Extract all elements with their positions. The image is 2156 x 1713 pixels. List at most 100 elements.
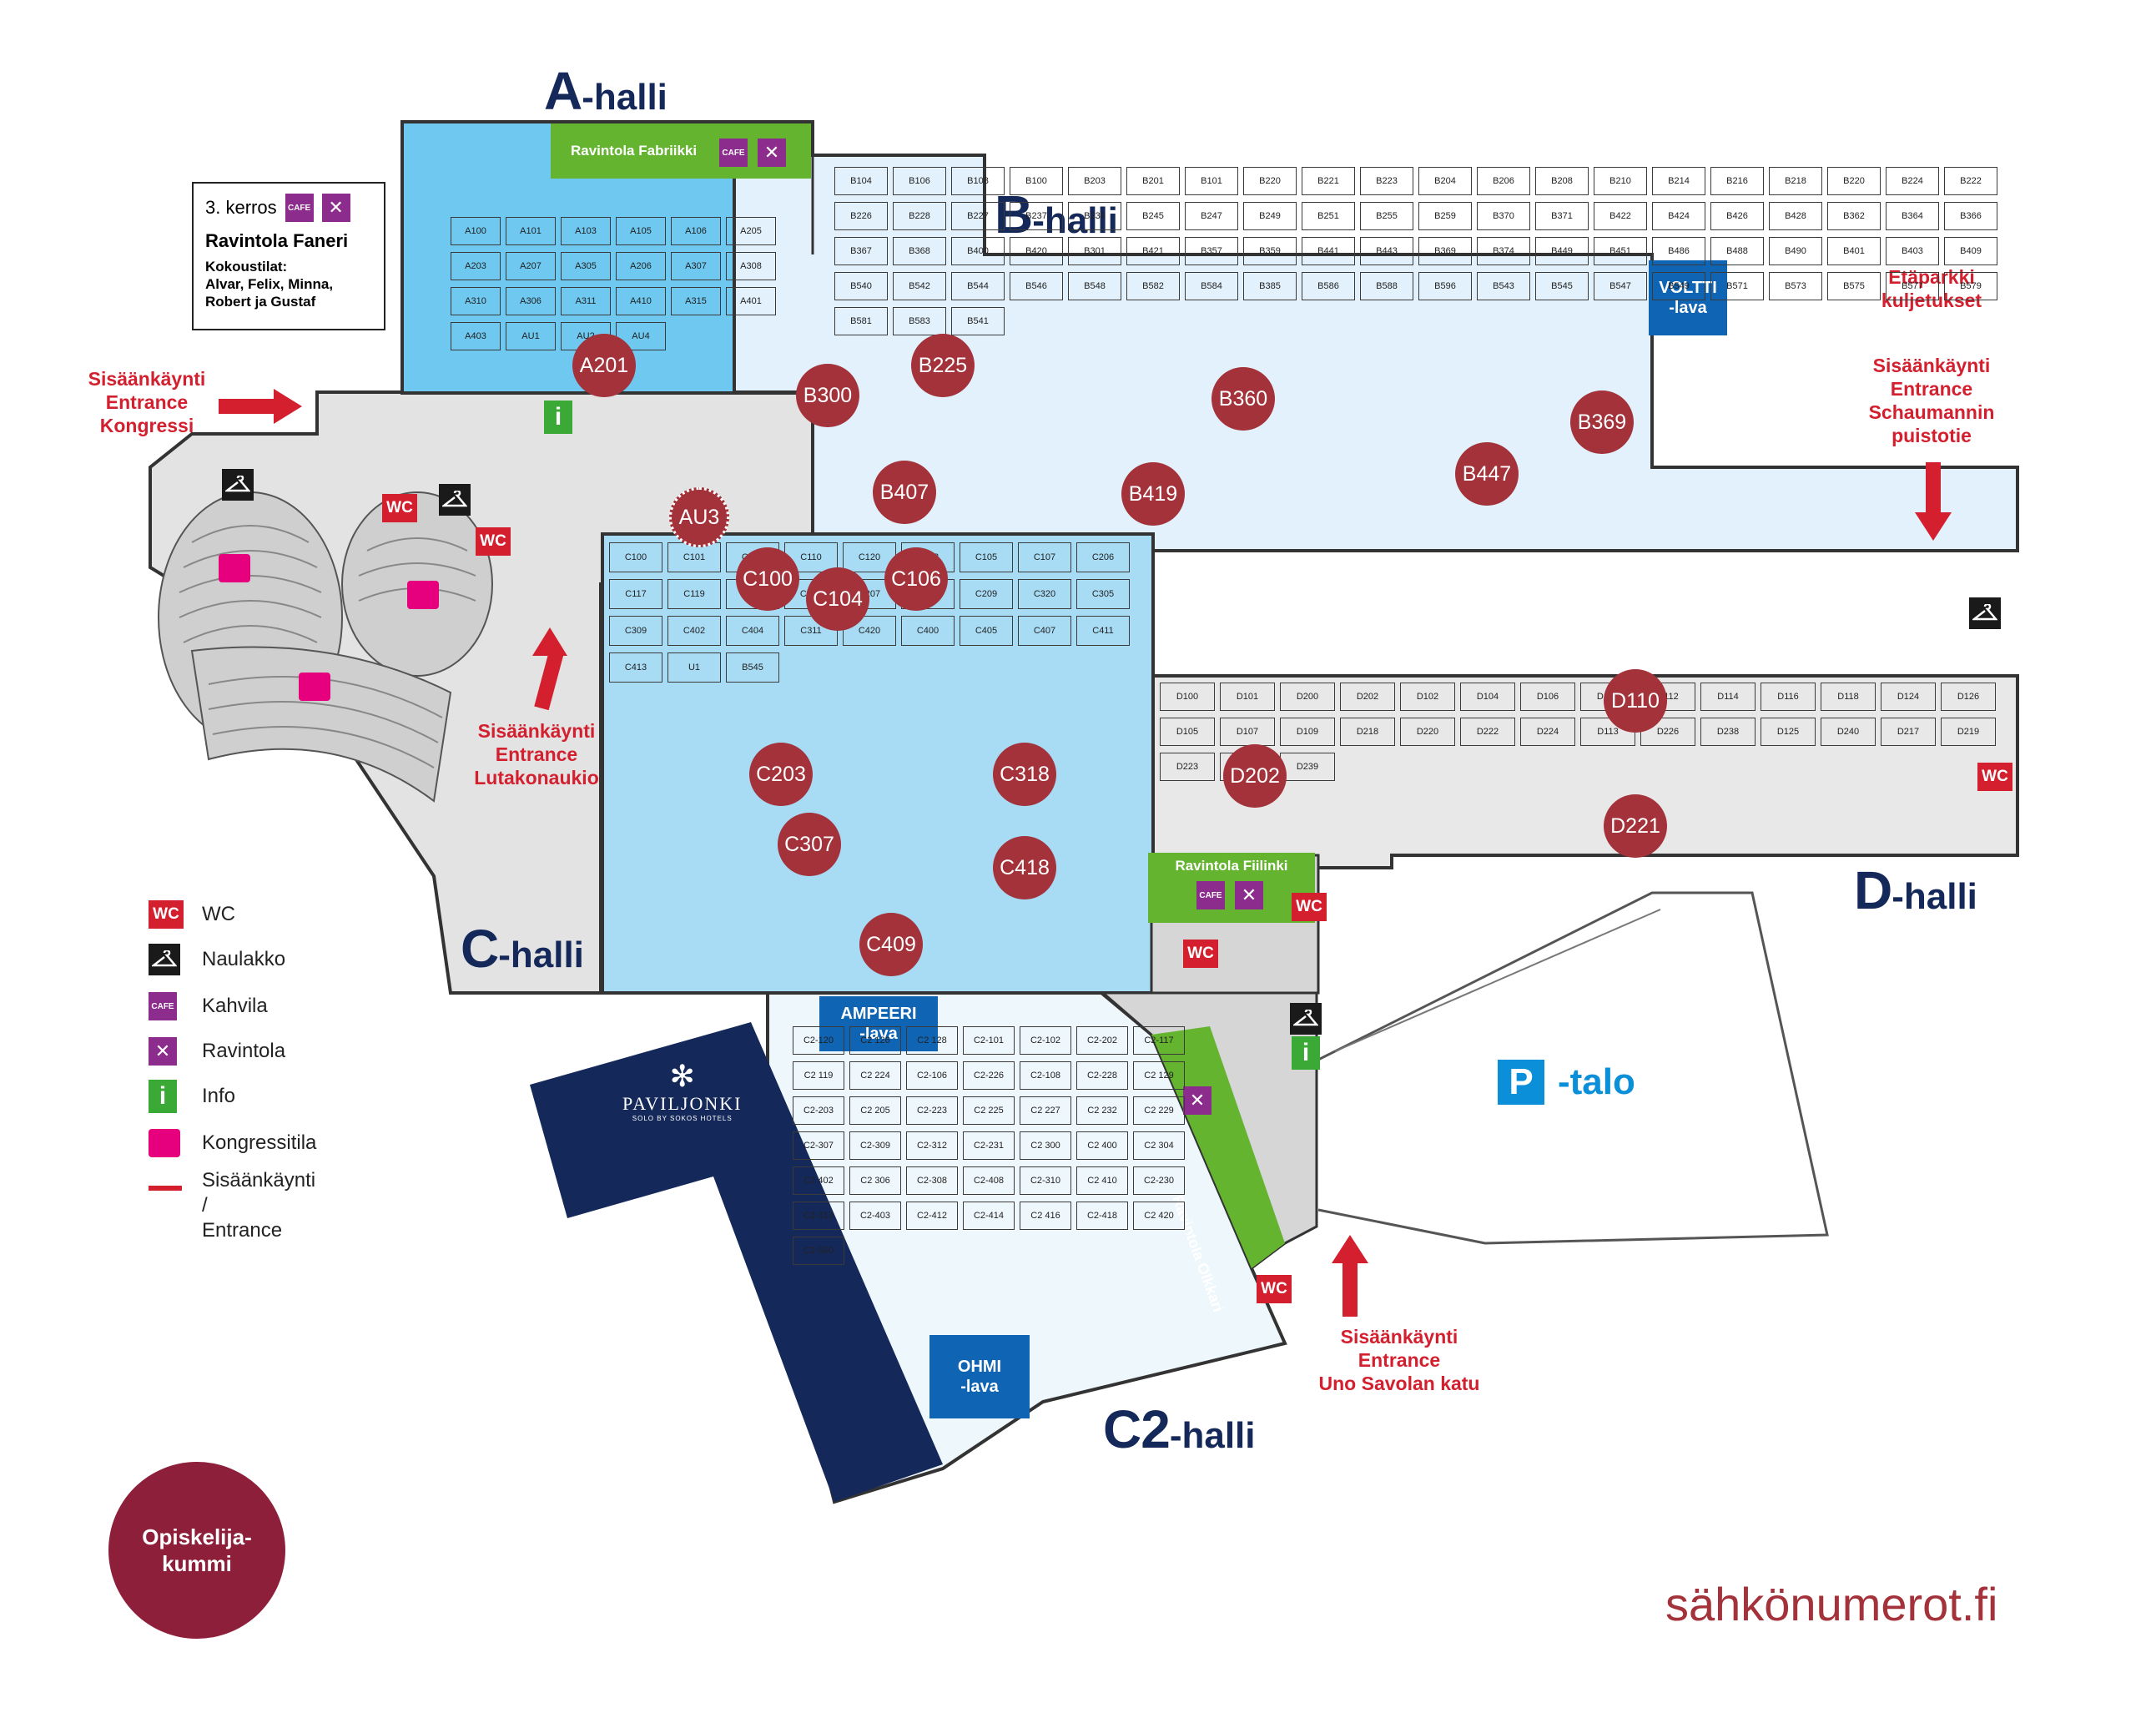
booth-b[interactable]: B424 <box>1652 202 1705 230</box>
booth-b[interactable]: B543 <box>1477 272 1530 300</box>
booth-d[interactable]: D218 <box>1340 718 1395 746</box>
booth-b[interactable]: B451 <box>1594 237 1647 265</box>
booth-circle-au3[interactable]: AU3 <box>669 487 729 547</box>
booth-c2[interactable]: C2 128 <box>906 1026 958 1055</box>
booth-b[interactable]: B226 <box>834 202 888 230</box>
booth-b[interactable]: B549 <box>1652 272 1705 300</box>
booth-d[interactable]: D217 <box>1881 718 1936 746</box>
booth-a[interactable]: A315 <box>671 287 721 315</box>
booth-c[interactable]: C117 <box>609 579 662 609</box>
booth-b[interactable]: B201 <box>1126 167 1180 195</box>
booth-d[interactable]: D116 <box>1761 683 1816 711</box>
booth-b[interactable]: B208 <box>1535 167 1589 195</box>
booth-a[interactable]: A103 <box>561 217 611 245</box>
booth-a[interactable]: A308 <box>726 252 776 280</box>
booth-c2[interactable]: C2-310 <box>1020 1166 1071 1195</box>
booth-a[interactable]: A307 <box>671 252 721 280</box>
booth-c2[interactable]: C2-500 <box>793 1237 844 1265</box>
booth-d[interactable]: D222 <box>1460 718 1515 746</box>
booth-c2[interactable]: C2 119 <box>793 1061 844 1090</box>
booth-c2[interactable]: C2-117 <box>1133 1026 1185 1055</box>
booth-c2[interactable]: C2-309 <box>849 1131 901 1160</box>
booth-a[interactable]: A410 <box>616 287 666 315</box>
booth-d[interactable]: D124 <box>1881 683 1936 711</box>
booth-c2[interactable]: C2-120 <box>793 1026 844 1055</box>
booth-c2[interactable]: C2 225 <box>963 1096 1015 1125</box>
booth-b[interactable]: B542 <box>893 272 946 300</box>
booth-b[interactable]: B426 <box>1710 202 1764 230</box>
booth-c[interactable]: C119 <box>667 579 721 609</box>
booth-c2[interactable]: C2 126 <box>849 1026 901 1055</box>
booth-c2[interactable]: C2 306 <box>849 1166 901 1195</box>
booth-c2[interactable]: C2-307 <box>793 1131 844 1160</box>
booth-b[interactable]: B441 <box>1302 237 1355 265</box>
booth-a[interactable]: A401 <box>726 287 776 315</box>
booth-d[interactable]: D220 <box>1400 718 1455 746</box>
booth-b[interactable]: B210 <box>1594 167 1647 195</box>
booth-c[interactable]: C420 <box>843 616 896 646</box>
booth-c2[interactable]: C2 300 <box>1020 1131 1071 1160</box>
booth-a[interactable]: A310 <box>451 287 501 315</box>
booth-c2[interactable]: C2 129 <box>1133 1061 1185 1090</box>
booth-a[interactable]: A311 <box>561 287 611 315</box>
booth-b[interactable]: B546 <box>1010 272 1063 300</box>
booth-d[interactable]: D101 <box>1220 683 1275 711</box>
booth-c2[interactable]: C2 227 <box>1020 1096 1071 1125</box>
booth-d[interactable]: D104 <box>1460 683 1515 711</box>
booth-b[interactable]: B370 <box>1477 202 1530 230</box>
booth-b[interactable]: B237 <box>1010 202 1063 230</box>
booth-d[interactable]: D223 <box>1160 753 1215 781</box>
booth-c2[interactable]: C2 402 <box>793 1166 844 1195</box>
booth-c2[interactable]: C2 416 <box>1020 1202 1071 1230</box>
booth-b[interactable]: B443 <box>1360 237 1413 265</box>
booth-c2[interactable]: C2 229 <box>1133 1096 1185 1125</box>
booth-b[interactable]: B206 <box>1477 167 1530 195</box>
booth-c[interactable]: C206 <box>1076 542 1130 572</box>
booth-a[interactable]: AU1 <box>506 322 556 350</box>
booth-d[interactable]: D105 <box>1160 718 1215 746</box>
booth-b[interactable]: B366 <box>1944 202 1997 230</box>
booth-c[interactable]: C320 <box>1018 579 1071 609</box>
booth-a[interactable]: A101 <box>506 217 556 245</box>
booth-c2[interactable]: C2-108 <box>1020 1061 1071 1090</box>
booth-b[interactable]: B251 <box>1302 202 1355 230</box>
booth-circle-b447[interactable]: B447 <box>1455 442 1519 506</box>
booth-b[interactable]: B547 <box>1594 272 1647 300</box>
booth-a[interactable]: A305 <box>561 252 611 280</box>
booth-b[interactable]: B581 <box>834 307 888 335</box>
booth-b[interactable]: B259 <box>1418 202 1472 230</box>
booth-c2[interactable]: C2-223 <box>906 1096 958 1125</box>
booth-c2[interactable]: C2-228 <box>1076 1061 1128 1090</box>
booth-d[interactable]: D125 <box>1761 718 1816 746</box>
booth-b[interactable]: B106 <box>893 167 946 195</box>
booth-b[interactable]: B545 <box>1535 272 1589 300</box>
booth-a[interactable]: A206 <box>616 252 666 280</box>
booth-d[interactable]: D100 <box>1160 683 1215 711</box>
booth-b[interactable]: B224 <box>1886 167 1939 195</box>
booth-b[interactable]: B247 <box>1185 202 1238 230</box>
booth-b[interactable]: B573 <box>1769 272 1822 300</box>
booth-b[interactable]: B100 <box>1010 167 1063 195</box>
booth-b[interactable]: B239 <box>1068 202 1121 230</box>
booth-circle-c106[interactable]: C106 <box>884 547 948 611</box>
booth-c2[interactable]: C2 420 <box>1133 1202 1185 1230</box>
booth-circle-b407[interactable]: B407 <box>873 461 936 524</box>
booth-b[interactable]: B374 <box>1477 237 1530 265</box>
booth-c2[interactable]: C2-418 <box>1076 1202 1128 1230</box>
booth-circle-b360[interactable]: B360 <box>1211 367 1275 431</box>
booth-b[interactable]: B220 <box>1827 167 1881 195</box>
booth-b[interactable]: B368 <box>893 237 946 265</box>
booth-c2[interactable]: C2-230 <box>1133 1166 1185 1195</box>
booth-c2[interactable]: C2-202 <box>1076 1026 1128 1055</box>
booth-b[interactable]: B540 <box>834 272 888 300</box>
booth-c[interactable]: B545 <box>726 652 779 683</box>
booth-c2[interactable]: C2-408 <box>963 1166 1015 1195</box>
booth-c2[interactable]: C2 232 <box>1076 1096 1128 1125</box>
booth-c[interactable]: C404 <box>726 616 779 646</box>
booth-b[interactable]: B541 <box>951 307 1005 335</box>
booth-d[interactable]: D238 <box>1700 718 1756 746</box>
booth-b[interactable]: B575 <box>1827 272 1881 300</box>
booth-c2[interactable]: C2 224 <box>849 1061 901 1090</box>
booth-b[interactable]: B428 <box>1769 202 1822 230</box>
booth-b[interactable]: B403 <box>1886 237 1939 265</box>
